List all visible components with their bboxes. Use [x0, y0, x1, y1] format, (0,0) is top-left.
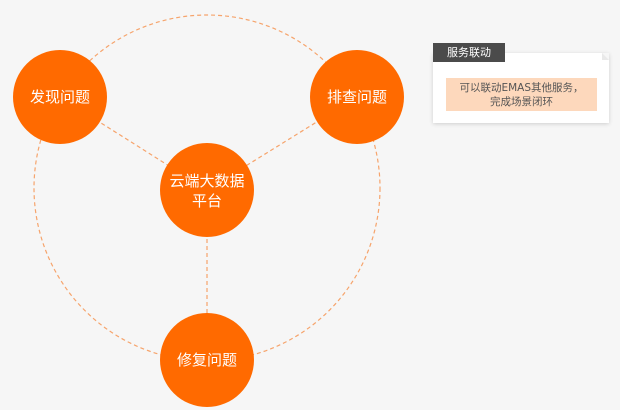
- card-note: 可以联动EMAS其他服务， 完成场景闭环: [446, 78, 597, 111]
- card-folded-corner: [602, 53, 609, 60]
- node-discover-label: 发现问题: [30, 88, 90, 106]
- node-investigate-circle: [310, 50, 404, 144]
- node-fix-circle: [160, 313, 254, 407]
- card-note-line2: 完成场景闭环: [490, 95, 553, 108]
- node-fix-label: 修复问题: [177, 351, 237, 369]
- node-fix: 修复问题: [160, 313, 254, 407]
- node-center-label-line2: 平台: [192, 192, 222, 210]
- service-link-card: 可以联动EMAS其他服务， 完成场景闭环: [433, 53, 609, 123]
- node-investigate-label: 排查问题: [327, 88, 387, 106]
- card-note-line1: 可以联动EMAS其他服务，: [459, 81, 584, 94]
- node-discover: 发现问题: [13, 50, 107, 144]
- node-center-circle: [160, 143, 254, 237]
- node-discover-circle: [13, 50, 107, 144]
- node-center-label-line1: 云端大数据: [169, 172, 244, 190]
- node-center-platform: 云端大数据 平台: [160, 143, 254, 237]
- node-investigate: 排查问题: [310, 50, 404, 144]
- card-tab-label: 服务联动: [433, 43, 505, 62]
- dashed-ring: [33, 14, 381, 362]
